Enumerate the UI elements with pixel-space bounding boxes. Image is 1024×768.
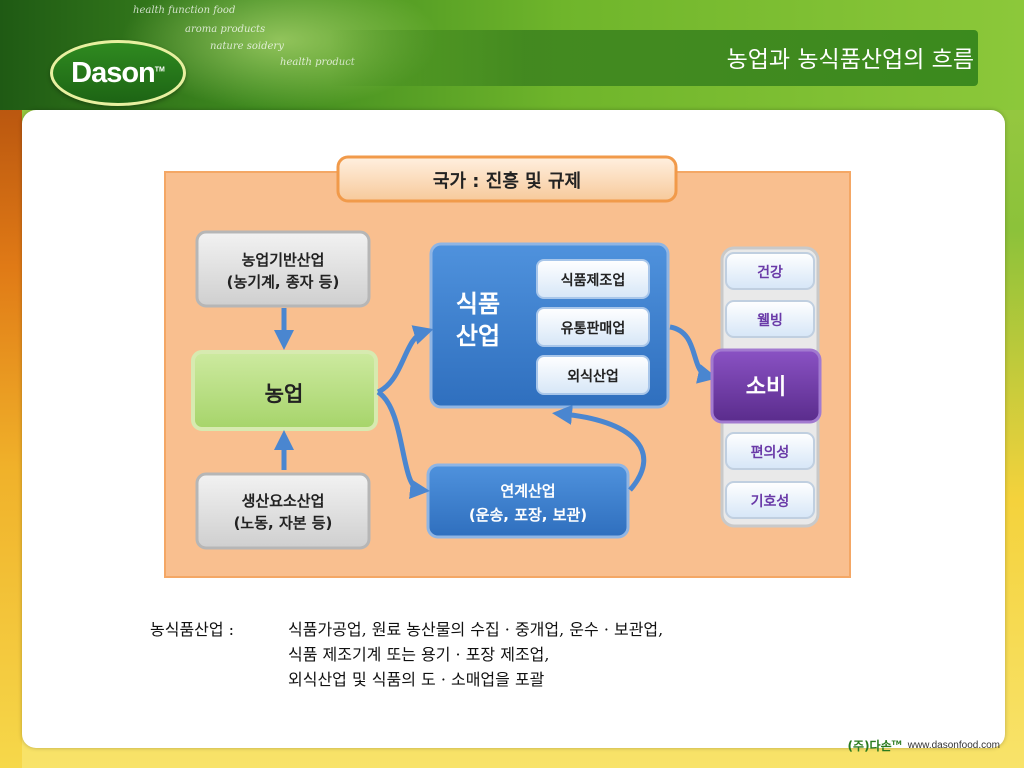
state-box xyxy=(336,155,678,203)
header-banner: health function food aroma products natu… xyxy=(0,0,1024,110)
description-term: 농식품산업 : xyxy=(150,620,235,639)
consumption-label: 소비 xyxy=(746,375,786,400)
sub-distribution-box xyxy=(536,307,650,347)
state-label: 국가 : 진흥 및 규제 xyxy=(433,170,581,192)
factor-line1: 생산요소산업 xyxy=(242,492,325,510)
brand-name: DasonTM xyxy=(71,56,165,89)
company-name: (주)다손TM xyxy=(847,739,902,753)
value-preference-box xyxy=(725,481,815,519)
page-title: 농업과 농식품산업의 흐름 xyxy=(726,47,974,73)
infra-line1: 농업기반산업 xyxy=(242,251,325,269)
sub-restaurant-box xyxy=(536,355,650,395)
company-mark: TM xyxy=(891,740,902,747)
description-line3: 외식산업 및 식품의 도 · 소매업을 포괄 xyxy=(288,670,545,689)
infra-line2: (농기계, 종자 등) xyxy=(227,273,340,291)
dason-logo: DasonTM xyxy=(50,40,186,106)
linked-line1: 연계산업 xyxy=(500,482,555,500)
arrow-food-to-consumption xyxy=(669,324,718,384)
linked-industry-box xyxy=(426,463,630,539)
tagline-4: health product xyxy=(280,57,355,68)
factor-line2: (노동, 자본 등) xyxy=(234,514,333,532)
tagline-2: aroma products xyxy=(185,24,266,35)
agri-box xyxy=(191,350,378,431)
company-url: www.dasonfood.com xyxy=(907,740,1000,751)
description-line1: 식품가공업, 원료 농산물의 수집 · 중개업, 운수 · 보관업, xyxy=(288,620,664,639)
value-preference: 기호성 xyxy=(751,494,790,510)
sub-manufacture-label: 식품제조업 xyxy=(561,273,625,289)
arrow-agri-to-food xyxy=(376,325,434,395)
consumption-box xyxy=(710,348,822,424)
sub-restaurant-label: 외식산업 xyxy=(567,368,619,385)
footer: (주)다손TM www.dasonfood.com xyxy=(848,737,1000,754)
sub-distribution-label: 유통판매업 xyxy=(561,321,625,337)
sub-manufacture-box xyxy=(536,259,650,299)
brand-mark: TM xyxy=(154,65,165,73)
description-line2: 식품 제조기계 또는 용기 · 포장 제조업, xyxy=(288,645,550,664)
description-block: 농식품산업 : 식품가공업, 원료 농산물의 수집 · 중개업, 운수 · 보관업… xyxy=(150,617,663,692)
title-bar xyxy=(330,30,978,86)
infra-box xyxy=(195,230,371,308)
value-convenience: 편의성 xyxy=(751,444,790,461)
food-industry-line2: 산업 xyxy=(456,322,500,350)
value-convenience-box xyxy=(725,432,815,470)
arrow-agri-to-linked xyxy=(376,389,430,499)
value-wellbeing: 웰빙 xyxy=(757,313,783,329)
value-wellbeing-box xyxy=(725,300,815,338)
left-decor-strip xyxy=(0,100,22,768)
factor-box xyxy=(195,472,371,550)
arrow-linked-to-food xyxy=(552,404,647,492)
value-health: 건강 xyxy=(757,264,783,281)
tagline-1: health function food xyxy=(133,5,236,16)
linked-line2: (운송, 포장, 보관) xyxy=(469,506,587,524)
value-health-box xyxy=(725,252,815,290)
agri-label: 농업 xyxy=(265,382,304,406)
tagline-3: nature soidery xyxy=(210,41,284,52)
food-industry-line1: 식품 xyxy=(456,290,500,318)
